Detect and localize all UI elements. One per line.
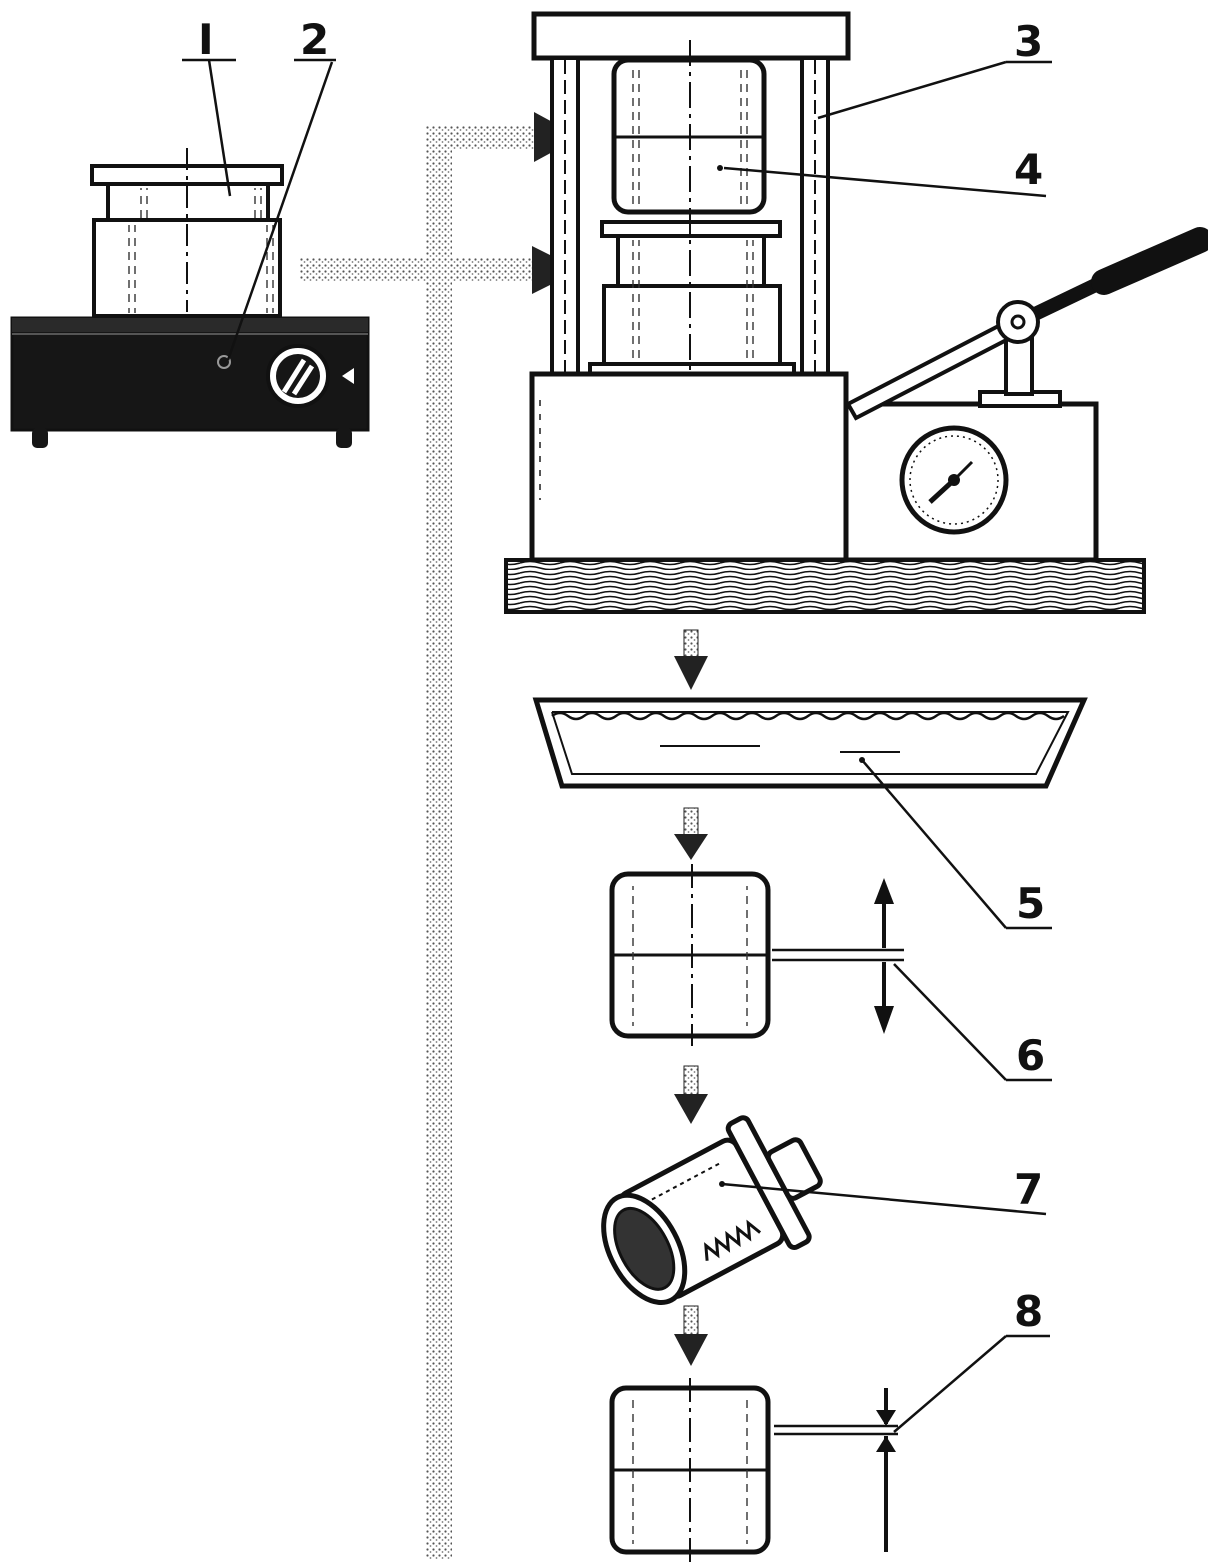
label-5: 5 <box>1016 879 1045 928</box>
label-1: I <box>198 15 214 64</box>
label-6: 6 <box>1016 1031 1045 1080</box>
label-7: 7 <box>1014 1165 1043 1214</box>
mandrel-part <box>601 1115 823 1306</box>
callout-labels: I 2 3 4 5 6 7 8 <box>198 15 1045 1336</box>
part-after-cooling <box>609 864 904 1046</box>
final-part <box>609 1378 898 1562</box>
step-arrows <box>674 629 708 1366</box>
hot-plate <box>10 148 370 448</box>
hydraulic-press <box>504 11 1208 614</box>
label-2: 2 <box>300 15 329 64</box>
cooling-tray <box>532 697 1088 789</box>
label-8: 8 <box>1014 1287 1043 1336</box>
label-4: 4 <box>1014 145 1043 194</box>
label-3: 3 <box>1014 17 1043 66</box>
leader-lines <box>182 58 1052 1433</box>
flow-line <box>426 112 580 1560</box>
